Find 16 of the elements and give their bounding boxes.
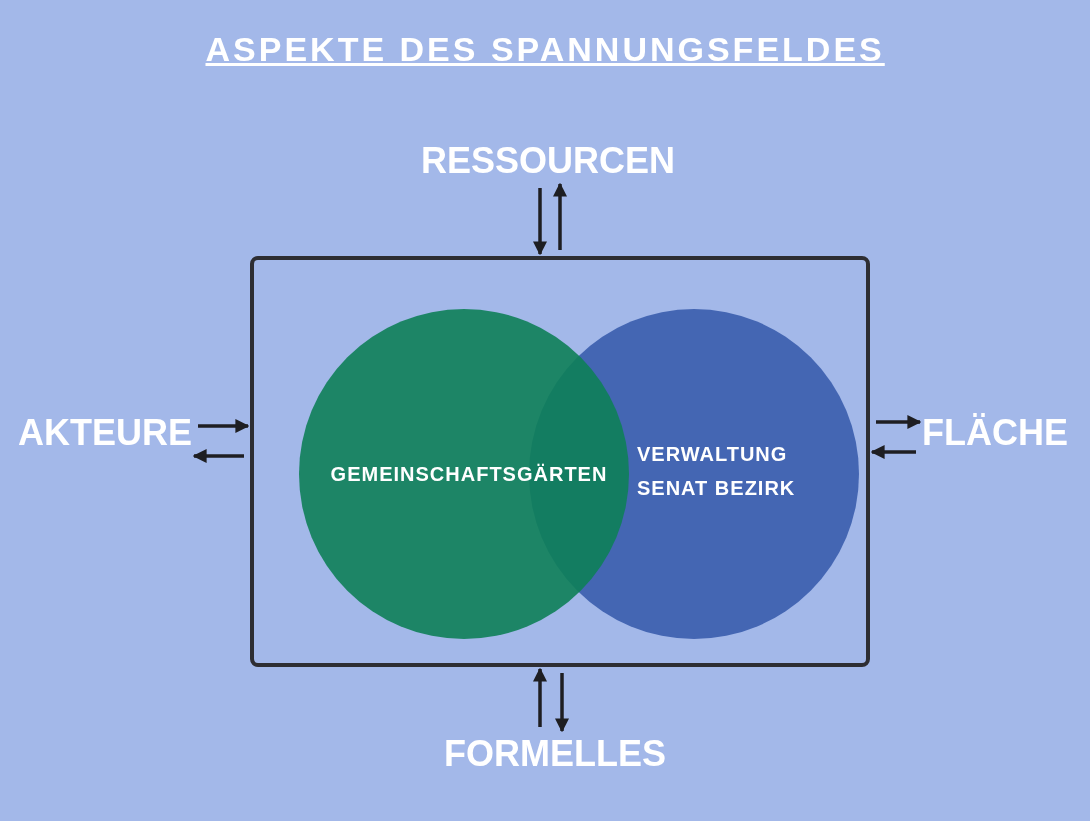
- arrow: [533, 188, 547, 256]
- aspect-label: FORMELLES: [444, 733, 666, 775]
- circle-label: VERWALTUNG SENAT BEZIRK: [637, 442, 797, 501]
- arrow: [555, 673, 569, 733]
- arrow: [533, 667, 547, 727]
- aspect-label: FLÄCHE: [922, 412, 1068, 454]
- frame-box: [250, 256, 870, 667]
- aspect-label: RESSOURCEN: [421, 140, 676, 182]
- arrow: [876, 415, 922, 429]
- arrow: [192, 449, 244, 463]
- aspect-label: AKTEURE: [18, 412, 192, 454]
- arrow: [198, 419, 250, 433]
- title: ASPEKTE DES SPANNUNGSFELDES: [205, 30, 885, 69]
- arrow: [870, 445, 916, 459]
- arrow: [553, 182, 567, 250]
- circle-label: GEMEINSCHAFTSGÄRTEN: [329, 462, 609, 487]
